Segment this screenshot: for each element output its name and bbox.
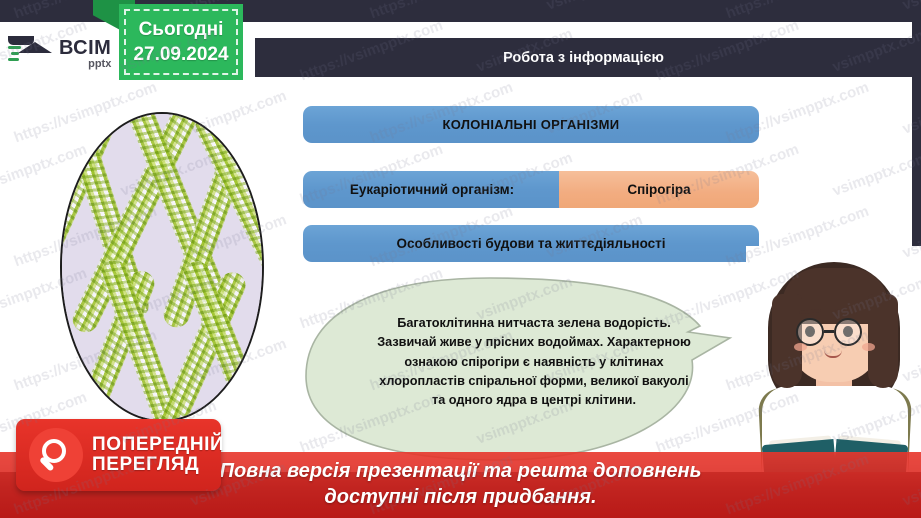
preview-label-line-1: ПОПЕРЕДНІЙ xyxy=(92,434,225,456)
mouth xyxy=(824,350,842,358)
preview-badge[interactable]: ПОПЕРЕДНІЙ ПЕРЕГЛЯД xyxy=(16,419,225,491)
spirogyra-microscope-image xyxy=(60,112,264,422)
bubble-text: Багатоклітинна нитчаста зелена водорість… xyxy=(377,316,691,408)
cheek-right xyxy=(862,343,875,351)
box-eukaryotic-label[interactable]: Еукаріотичний організм: xyxy=(303,171,561,208)
date-label: Сьогодні xyxy=(138,18,224,40)
glasses-bridge xyxy=(824,330,834,333)
box-structure-features[interactable]: Особливості будови та життєдіяльності xyxy=(303,225,759,262)
graduation-cap-icon xyxy=(8,36,56,72)
banner-line-2: доступні після придбання. xyxy=(324,486,597,508)
box-colonial-organisms[interactable]: КОЛОНІАЛЬНІ ОРГАНІЗМИ xyxy=(303,106,759,143)
page-title: Робота з інформацією xyxy=(503,49,664,66)
date-value: 27.09.2024 xyxy=(133,43,229,65)
preview-label-line-2: ПЕРЕГЛЯД xyxy=(92,454,200,475)
box-eukaryotic-value[interactable]: Спірогіра xyxy=(559,171,759,208)
banner-line-1: Повна версія презентації та решта доповн… xyxy=(219,460,702,483)
glasses-lens-right xyxy=(834,318,862,346)
slide-title-bar: Робота з інформацією xyxy=(255,38,912,77)
brand-logo: ВСІМ pptx xyxy=(8,30,128,78)
logo-main-text: ВСІМ xyxy=(59,37,112,59)
magnifier-icon xyxy=(29,428,83,482)
cheek-left xyxy=(794,343,807,351)
hair-side-left xyxy=(772,294,802,388)
speech-bubble: Багатоклітинна нитчаста зелена водорість… xyxy=(300,272,770,464)
hair-side-right xyxy=(868,294,898,388)
logo-sub-text: pptx xyxy=(88,58,112,70)
glasses-lens-left xyxy=(796,318,824,346)
girl-reading-book-illustration xyxy=(746,246,921,472)
today-date-tag: Сьогодні 27.09.2024 xyxy=(119,4,243,80)
